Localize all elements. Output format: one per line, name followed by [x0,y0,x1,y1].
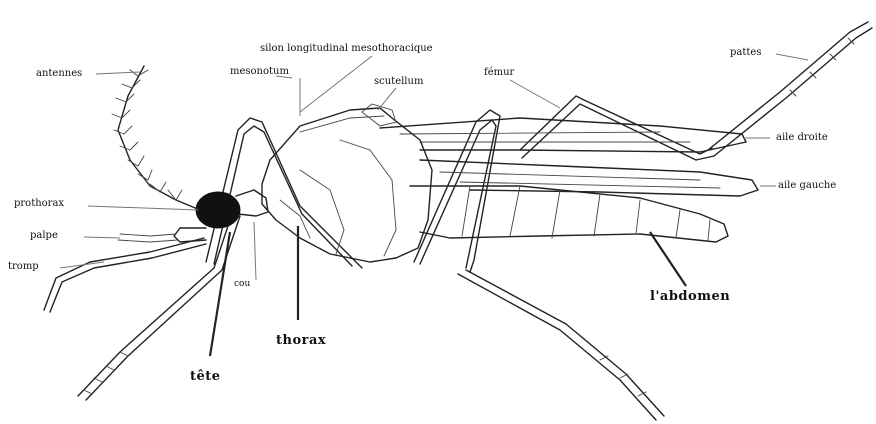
label-abdomen: l'abdomen [650,290,730,303]
label-aile-droite: aile droite [776,133,828,143]
label-scutellum: scutellum [374,77,423,87]
wings [380,118,758,196]
label-mesonotum: mesonotum [230,67,289,77]
middle-leg [414,110,664,420]
label-silon-longitudinal: silon longitudinal mesothoracique [260,44,433,54]
label-aile-gauche: aile gauche [778,181,836,191]
label-tete: tête [190,370,221,383]
leader-lines [60,54,808,356]
label-prothorax: prothorax [14,199,64,209]
compound-eye [196,192,240,228]
label-tromp: tromp [8,262,39,272]
label-palpe: palpe [30,231,58,241]
label-thorax: thorax [276,334,326,347]
label-pattes: pattes [730,48,761,58]
antenna-drawing [112,66,200,210]
label-antennes: antennes [36,69,82,79]
label-cou: cou [234,280,250,289]
label-femur: fémur [484,68,514,78]
